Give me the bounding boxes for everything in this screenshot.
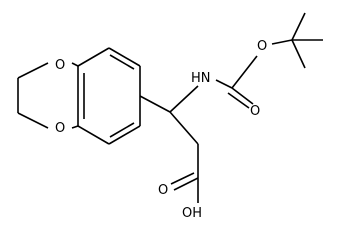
ring-oxygen-bottom-label: O: [55, 121, 65, 136]
carbamate-carbonyl-oxygen-label: O: [250, 104, 260, 119]
bond-aryl-ch: [139, 95, 171, 113]
benzene-bond: [77, 125, 110, 145]
benzene-double-bond: [109, 122, 135, 138]
bond-cooh-carbonyl-double: [170, 172, 195, 185]
ring-oxygen-top-label: O: [55, 58, 65, 73]
bond-ch2-o-top: [17, 62, 49, 79]
bond-cooh-carbonyl: [173, 177, 199, 191]
carbamate-ester-oxygen-label: O: [257, 39, 267, 54]
bond-ch-nh: [169, 85, 199, 113]
benzene-double-bond: [109, 54, 135, 70]
bond-carbamate-c-o-carbonyl-double: [227, 92, 250, 109]
molecule-structure: O O HN O O O OH: [17, 12, 323, 221]
acid-carbonyl-oxygen-label: O: [158, 183, 168, 198]
bond-o-bottom-aryl: [71, 125, 79, 129]
bond-tbu-methyl-bottom: [291, 39, 306, 69]
benzene-bond: [108, 47, 141, 67]
acid-hydroxyl-label: OH: [182, 206, 202, 221]
benzene-bond: [108, 125, 141, 145]
benzene-ring: [77, 47, 141, 145]
bond-ch-ch2: [169, 111, 199, 145]
bond-ch2-o-bottom: [17, 112, 49, 129]
side-chain: [139, 12, 323, 203]
nh-label: HN: [191, 71, 211, 86]
bond-nh-c: [215, 79, 233, 89]
dioxane-ring: [17, 62, 79, 129]
bond-carbamate-c-o-ester: [231, 55, 258, 89]
atom-labels: O O HN O O O OH: [55, 39, 267, 221]
bond-o-top-aryl: [71, 62, 79, 67]
bond-tbu-methyl-top: [291, 12, 306, 41]
bond-carbamate-c-o-carbonyl: [231, 87, 254, 105]
bond-o-tbu: [271, 39, 293, 45]
benzene-bond: [77, 47, 110, 67]
